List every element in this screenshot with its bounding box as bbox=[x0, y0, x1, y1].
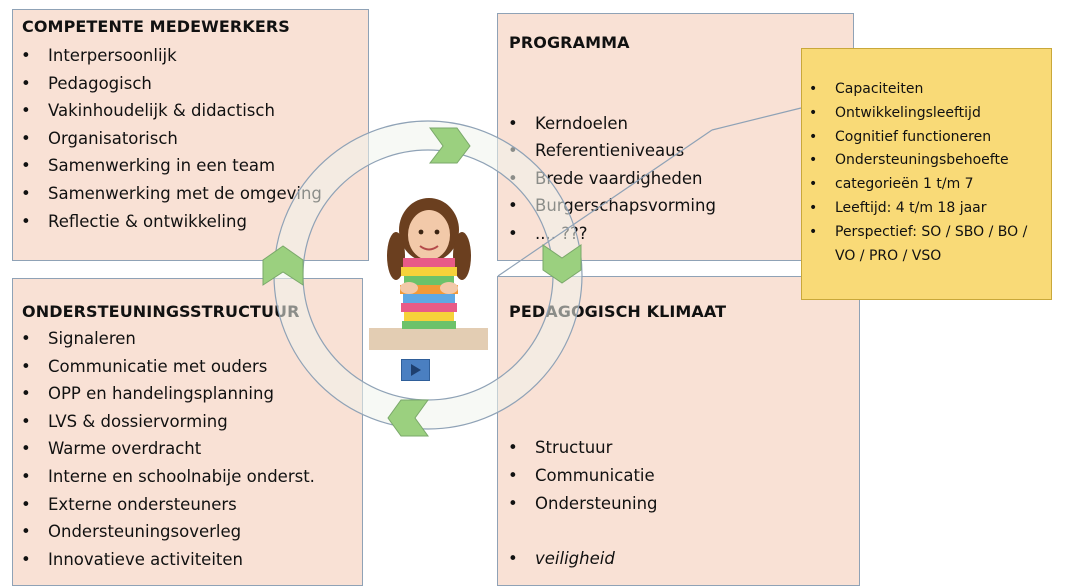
child-with-books-photo bbox=[369, 190, 488, 350]
arrow-right-icon bbox=[542, 244, 582, 284]
list-item: LVS & dossiervorming bbox=[21, 408, 315, 436]
list-item: Samenwerking in een team bbox=[21, 152, 322, 180]
list-item: Vakinhoudelijk & didactisch bbox=[21, 97, 322, 125]
arrow-bottom-icon bbox=[387, 399, 429, 437]
play-icon bbox=[411, 364, 421, 376]
arrow-left-icon bbox=[262, 245, 304, 286]
arrow-top-icon bbox=[428, 127, 471, 164]
list-item: Communicatie bbox=[508, 462, 658, 490]
list-item: Burgerschapsvorming bbox=[508, 192, 716, 220]
list-pedagogisch-klimaat-extra: veiligheid bbox=[508, 545, 615, 573]
list-item-continuation: VO / PRO / VSO bbox=[835, 247, 942, 264]
connector-line-2 bbox=[711, 107, 802, 131]
list-item: categorieën 1 t/m 7 bbox=[809, 173, 1027, 197]
list-item: Kerndoelen bbox=[508, 110, 716, 138]
list-item: Communicatie met ouders bbox=[21, 353, 315, 381]
list-item: OPP en handelingsplanning bbox=[21, 380, 315, 408]
list-item: Interpersoonlijk bbox=[21, 42, 322, 70]
list-item: Externe ondersteuners bbox=[21, 491, 315, 519]
list-item: Ondersteuningsbehoefte bbox=[809, 149, 1027, 173]
list-item: Samenwerking met de omgeving bbox=[21, 180, 322, 208]
title-ondersteuningsstructuur: ONDERSTEUNINGSSTRUCTUUR bbox=[22, 302, 300, 321]
list-item: Innovatieve activiteiten bbox=[21, 546, 315, 574]
list-note: Capaciteiten Ontwikkelingsleeftijd Cogni… bbox=[809, 78, 1027, 268]
title-programma: PROGRAMMA bbox=[509, 33, 630, 52]
list-item: Reflectie & ontwikkeling bbox=[21, 208, 322, 236]
list-item: Capaciteiten bbox=[809, 78, 1027, 102]
note-box-leerlingkenmerken: Capaciteiten Ontwikkelingsleeftijd Cogni… bbox=[801, 48, 1052, 300]
play-button[interactable] bbox=[401, 359, 430, 381]
list-item: Cognitief functioneren bbox=[809, 126, 1027, 150]
list-item: Organisatorisch bbox=[21, 125, 322, 153]
list-item: Perspectief: SO / SBO / BO / bbox=[809, 221, 1027, 245]
list-item: Leeftijd: 4 t/m 18 jaar bbox=[809, 197, 1027, 221]
list-item: Pedagogisch bbox=[21, 70, 322, 98]
list-item: Ondersteuningsoverleg bbox=[21, 518, 315, 546]
list-item: Structuur bbox=[508, 434, 658, 462]
connector-line bbox=[497, 129, 713, 277]
list-competente-medewerkers: Interpersoonlijk Pedagogisch Vakinhoudel… bbox=[21, 42, 322, 235]
list-item: Warme overdracht bbox=[21, 435, 315, 463]
list-item: Ontwikkelingsleeftijd bbox=[809, 102, 1027, 126]
title-competente-medewerkers: COMPETENTE MEDEWERKERS bbox=[22, 17, 290, 36]
list-pedagogisch-klimaat: Structuur Communicatie Ondersteuning bbox=[508, 434, 658, 518]
list-item: Signaleren bbox=[21, 325, 315, 353]
list-item: Ondersteuning bbox=[508, 490, 658, 518]
list-item: Interne en schoolnabije onderst. bbox=[21, 463, 315, 491]
list-ondersteuningsstructuur: Signaleren Communicatie met ouders OPP e… bbox=[21, 325, 315, 573]
list-item-veiligheid: veiligheid bbox=[508, 545, 615, 573]
